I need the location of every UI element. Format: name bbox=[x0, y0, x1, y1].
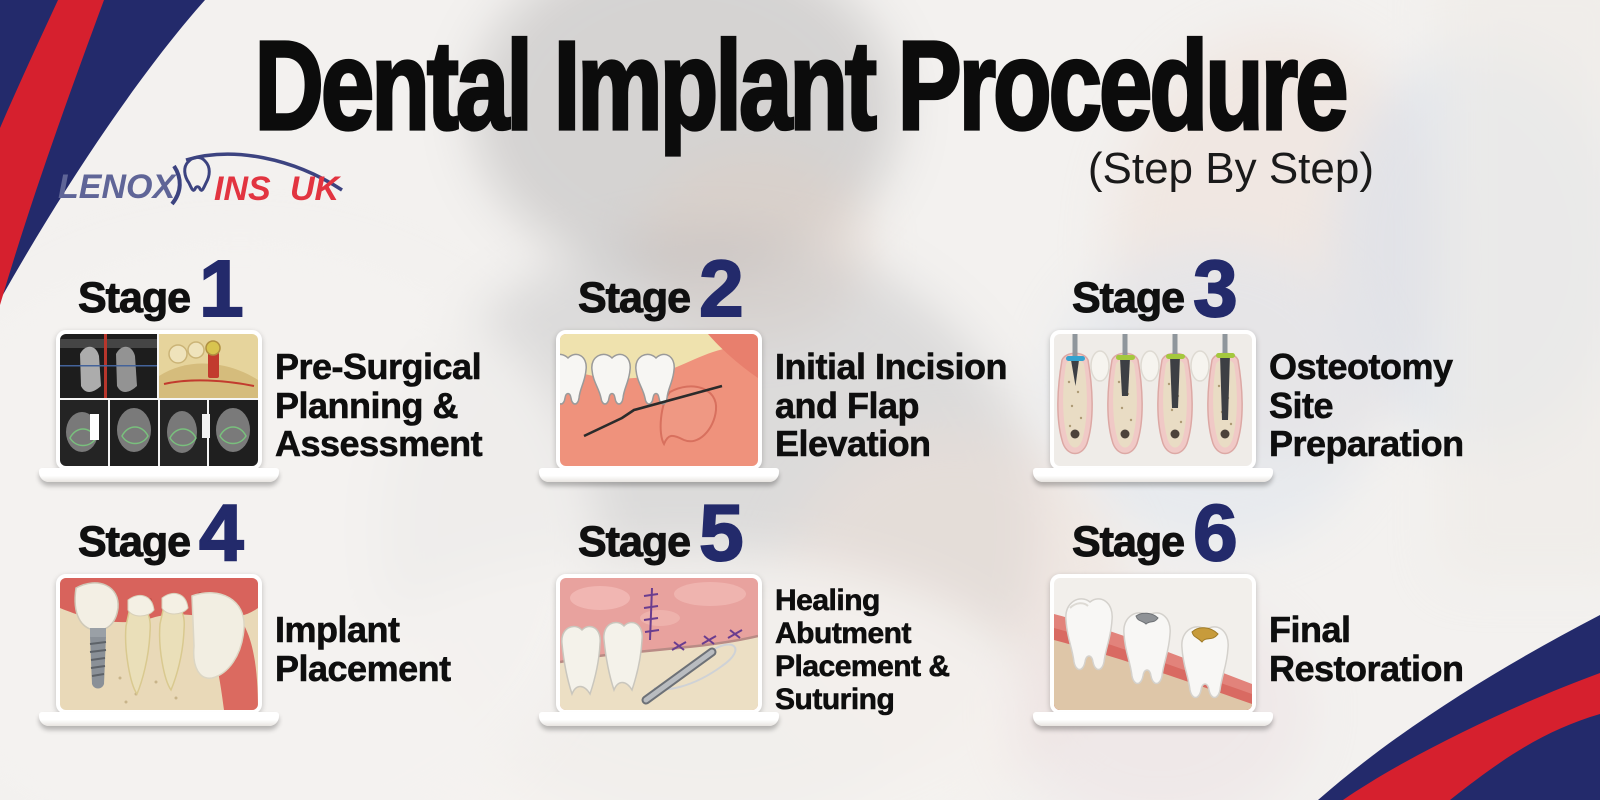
stage-card-5: Stage 5 bbox=[539, 487, 1050, 726]
stage-4-label: Stage bbox=[77, 518, 191, 566]
laptop-base bbox=[1033, 468, 1273, 482]
implant-placement-image bbox=[56, 574, 262, 714]
stage-3-header: Stage 3 bbox=[1071, 243, 1544, 333]
stage-3-label: Stage bbox=[1071, 274, 1185, 322]
laptop-base bbox=[539, 712, 779, 726]
stage-card-4: Stage 4 bbox=[39, 487, 550, 726]
stage-3-description: Osteotomy Site Preparation bbox=[1269, 346, 1465, 465]
stage-card-6: Stage 6 bbox=[1033, 487, 1544, 726]
stage-1-header: Stage 1 bbox=[77, 243, 550, 333]
page-title: Dental Implant Procedure bbox=[253, 14, 1349, 159]
logo-graphic: LENOX INS UK bbox=[58, 152, 343, 208]
stage-1-label: Stage bbox=[77, 274, 191, 322]
logo-text-uk: UK bbox=[290, 170, 342, 208]
stage-5-number: 5 bbox=[698, 487, 744, 577]
stage-3-number: 3 bbox=[1192, 243, 1238, 333]
tooth-icon bbox=[183, 155, 211, 192]
logo-swoosh bbox=[185, 152, 343, 192]
laptop-base bbox=[539, 468, 779, 482]
stage-5-thumbnail bbox=[539, 574, 779, 726]
lenox-ins-uk-logo: LENOX INS UK bbox=[58, 150, 368, 220]
stage-1-thumbnail bbox=[39, 330, 279, 482]
laptop-base bbox=[39, 468, 279, 482]
stage-6-label: Stage bbox=[1071, 518, 1185, 566]
stage-6-number: 6 bbox=[1192, 487, 1238, 577]
stage-card-2: Stage 2 Initial Incision and Flap Elevat… bbox=[539, 243, 1050, 482]
corner-decoration-top-left bbox=[0, 0, 205, 305]
stage-6-header: Stage 6 bbox=[1071, 487, 1544, 577]
stage-4-number: 4 bbox=[198, 487, 244, 577]
stage-card-1: Stage 1 bbox=[39, 243, 550, 482]
logo-text-lenox: LENOX bbox=[58, 168, 177, 206]
corner-decoration-bottom-right bbox=[1318, 615, 1600, 800]
stage-1-number: 1 bbox=[198, 243, 244, 333]
stage-2-header: Stage 2 bbox=[577, 243, 1050, 333]
suturing-illustration bbox=[556, 574, 762, 714]
stage-6-description: Final Restoration bbox=[1269, 609, 1465, 689]
final-restoration-image bbox=[1050, 574, 1256, 714]
stage-6-thumbnail bbox=[1033, 574, 1273, 726]
logo-paren-swoosh bbox=[170, 164, 182, 206]
stage-2-description: Initial Incision and Flap Elevation bbox=[775, 346, 1008, 465]
stage-5-header: Stage 5 bbox=[577, 487, 1050, 577]
stage-2-number: 2 bbox=[698, 243, 744, 333]
stage-4-header: Stage 4 bbox=[77, 487, 550, 577]
stage-2-label: Stage bbox=[577, 274, 691, 322]
stage-1-description: Pre-Surgical Planning & Assessment bbox=[275, 346, 483, 465]
laptop-base bbox=[39, 712, 279, 726]
stage-2-thumbnail bbox=[539, 330, 779, 482]
ct-scan-image bbox=[56, 330, 262, 470]
stage-3-thumbnail bbox=[1033, 330, 1273, 482]
stage-4-thumbnail bbox=[39, 574, 279, 726]
osteotomy-illustration bbox=[1050, 330, 1256, 470]
stage-5-label: Stage bbox=[577, 518, 691, 566]
logo-text-ins: INS bbox=[214, 170, 271, 208]
stage-5-description: Healing Abutment Placement & Suturing bbox=[775, 584, 951, 717]
page-subtitle: (Step By Step) bbox=[1087, 144, 1374, 193]
incision-illustration bbox=[556, 330, 762, 470]
stage-card-3: Stage 3 bbox=[1033, 243, 1544, 482]
laptop-base bbox=[1033, 712, 1273, 726]
stage-4-description: Implant Placement bbox=[275, 609, 452, 689]
